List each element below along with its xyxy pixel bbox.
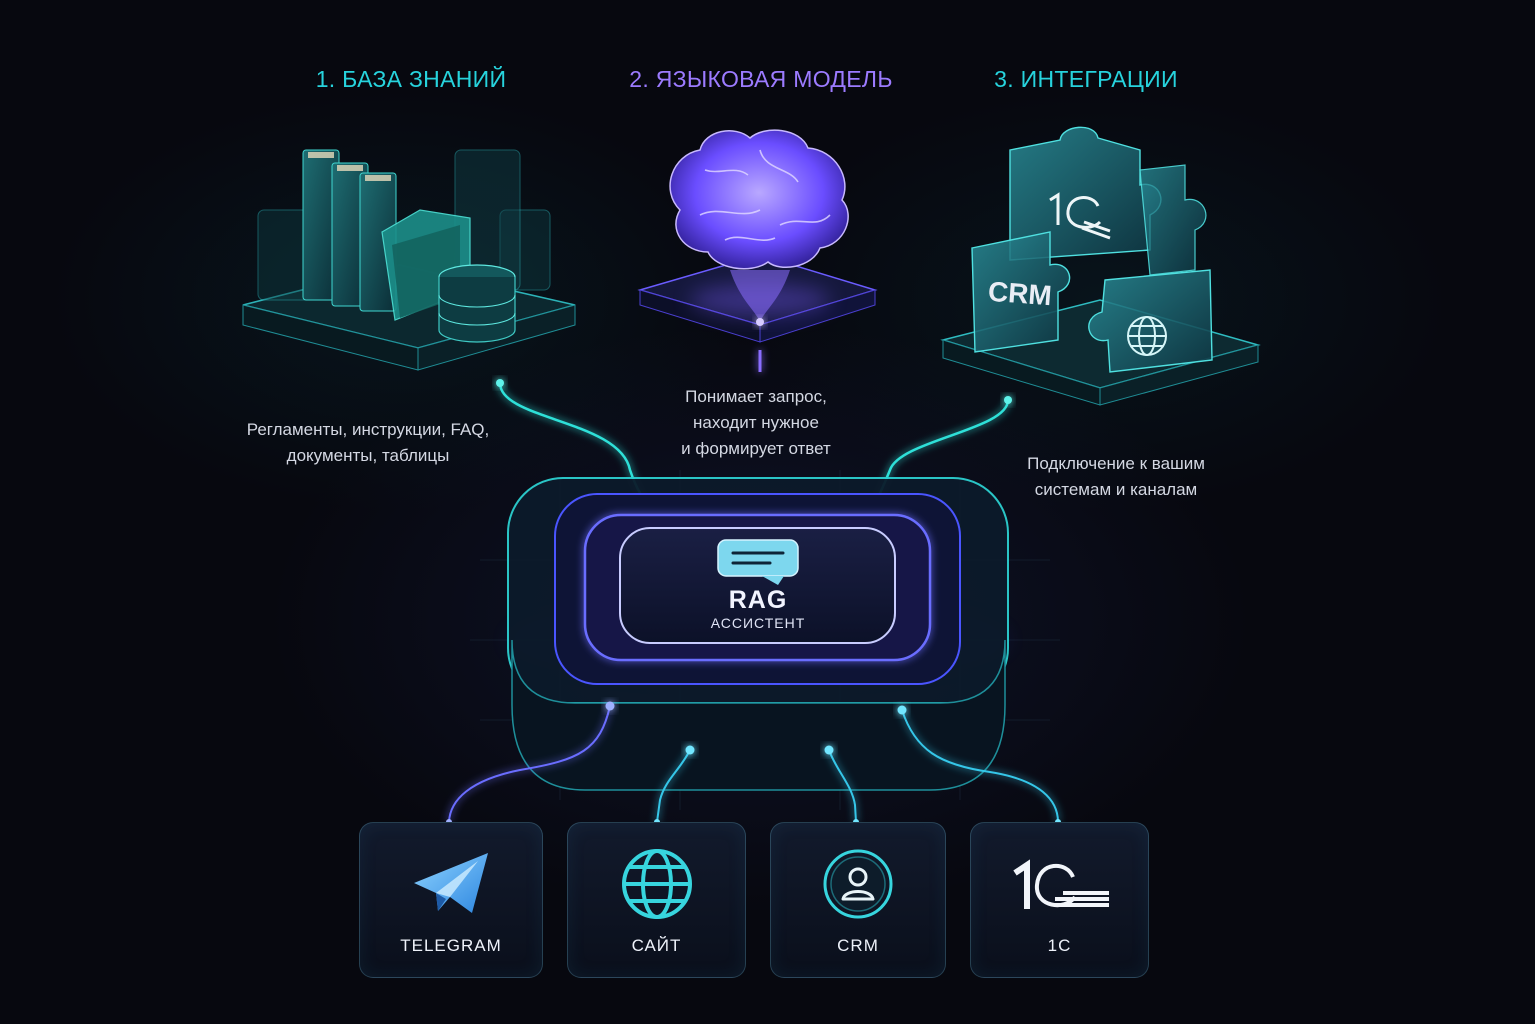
section-description-integrations: Подключение к вашим системам и каналам <box>966 451 1266 503</box>
section-title-integrations: 3. ИНТЕГРАЦИИ <box>994 66 1178 92</box>
section-description-knowledge-base: Регламенты, инструкции, FAQ, документы, … <box>208 417 528 469</box>
connector-node <box>605 701 615 711</box>
connector-node <box>1004 396 1012 404</box>
hub-title: RAG <box>728 586 788 614</box>
channel-label: САЙТ <box>631 936 682 955</box>
connector-node <box>496 379 504 387</box>
section-title-language-model: 2. ЯЗЫКОВАЯ МОДЕЛЬ <box>629 66 893 92</box>
description-line: Регламенты, инструкции, FAQ, <box>246 420 490 439</box>
globe-glyph <box>1127 316 1167 356</box>
connector-site <box>656 749 691 823</box>
globe-icon <box>568 847 745 921</box>
telegram-icon <box>360 847 542 921</box>
description-line: Понимает запрос, <box>685 387 827 406</box>
section-description-language-model: Понимает запрос, находит нужное и формир… <box>616 384 896 462</box>
puzzle-icon <box>940 126 1261 406</box>
connector-node <box>685 745 695 755</box>
connector-crm <box>828 749 857 823</box>
connector-node <box>824 745 834 755</box>
bottom-connectors <box>448 705 1059 823</box>
chat-bubble-icon <box>717 539 799 585</box>
onec-glyph <box>1049 192 1111 240</box>
onec-logo-icon <box>971 847 1148 921</box>
user-circle-icon <box>771 847 945 921</box>
crm-piece-label: CRM <box>987 275 1053 312</box>
channel-card-telegram[interactable]: TELEGRAM <box>359 822 543 978</box>
connector-telegram <box>448 705 611 823</box>
channel-label: TELEGRAM <box>400 936 502 955</box>
hub-subtitle: АССИСТЕНТ <box>710 615 806 631</box>
description-line: системам и каналам <box>1034 480 1198 499</box>
description-line: находит нужное <box>693 413 819 432</box>
channel-label: 1С <box>1047 936 1072 955</box>
channel-card-site[interactable]: САЙТ <box>567 822 746 978</box>
database-icon <box>242 149 576 371</box>
channel-label: CRM <box>837 936 879 955</box>
channel-card-1c[interactable]: 1С <box>970 822 1149 978</box>
section-title-knowledge-base: 1. БАЗА ЗНАНИЙ <box>315 66 507 92</box>
connector-node <box>897 705 907 715</box>
description-line: документы, таблицы <box>286 446 450 465</box>
rag-hub <box>507 477 1009 791</box>
connector-onec <box>901 709 1059 823</box>
description-line: Подключение к вашим <box>1027 454 1205 473</box>
description-line: и формирует ответ <box>681 439 831 458</box>
brain-icon <box>637 129 878 343</box>
channel-card-crm[interactable]: CRM <box>770 822 946 978</box>
